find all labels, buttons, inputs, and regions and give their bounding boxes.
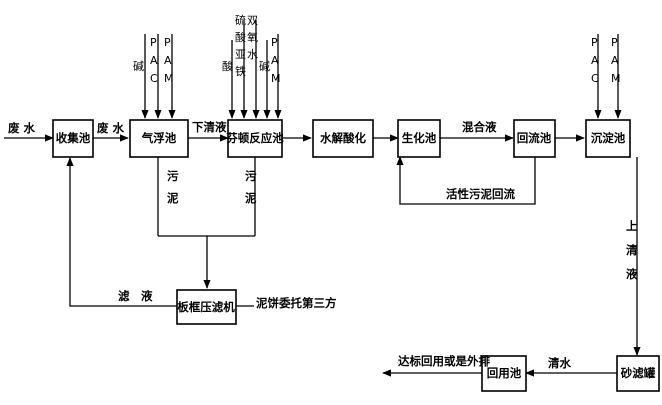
label-fenton-supernatant: 下清液	[192, 120, 227, 134]
chem-hydrogen-peroxide: 双氧水	[247, 14, 258, 61]
label-wastewater-in: 废 水	[8, 121, 36, 135]
sand-filter-label: 砂滤罐	[621, 366, 656, 380]
label-sludge-fenton: 污泥	[245, 169, 257, 205]
label-wastewater: 废 水	[97, 121, 125, 135]
label-discharge: 达标回用或是外排	[398, 354, 490, 368]
flotation-tank-label: 气浮池	[141, 131, 177, 145]
label-mixed-liquor: 混合液	[462, 120, 497, 134]
sedimentation-tank: 沉淀池	[585, 119, 631, 158]
label-filter-cake: 泥饼委托第三方	[256, 296, 337, 310]
reflux-tank: 回流池	[513, 119, 556, 158]
filtrate-return-line	[66, 157, 177, 307]
chem-acid: 酸	[222, 59, 233, 73]
reuse-tank-label: 回用池	[487, 366, 522, 380]
label-clear-water: 清水	[548, 356, 571, 370]
hydrolysis-tank-label: 水解酸化	[320, 131, 366, 145]
biochem-tank-label: 生化池	[402, 131, 437, 145]
filter-press: 板框压滤机	[176, 289, 237, 325]
flotation-tank: 气浮池	[129, 119, 189, 158]
label-filtrate: 滤 液	[118, 289, 153, 303]
reuse-tank: 回用池	[481, 355, 527, 392]
fenton-reactor-label: 芬顿反应池	[225, 131, 284, 145]
collection-tank-label: 收集池	[56, 131, 91, 145]
hydrolysis-tank: 水解酸化	[312, 119, 374, 158]
fenton-reactor: 芬顿反应池	[225, 119, 284, 158]
label-sludge-return: 活性污泥回流	[446, 187, 515, 201]
chem-alkali-1: 碱	[133, 60, 144, 73]
label-sludge-flotation: 污泥	[167, 169, 179, 205]
collection-tank: 收集池	[52, 119, 94, 158]
biochem-tank: 生化池	[397, 119, 441, 158]
filter-press-label: 板框压滤机	[177, 300, 235, 314]
label-supernatant: 上清液	[626, 219, 638, 281]
sedimentation-tank-label: 沉淀池	[591, 131, 626, 145]
sludge-return-line	[396, 156, 536, 205]
sand-filter: 砂滤罐	[616, 355, 660, 392]
chem-ferrous-sulfate: 硫酸亚铁	[235, 13, 246, 78]
chem-alkali-2: 碱	[259, 60, 270, 73]
reflux-tank-label: 回流池	[517, 131, 552, 145]
